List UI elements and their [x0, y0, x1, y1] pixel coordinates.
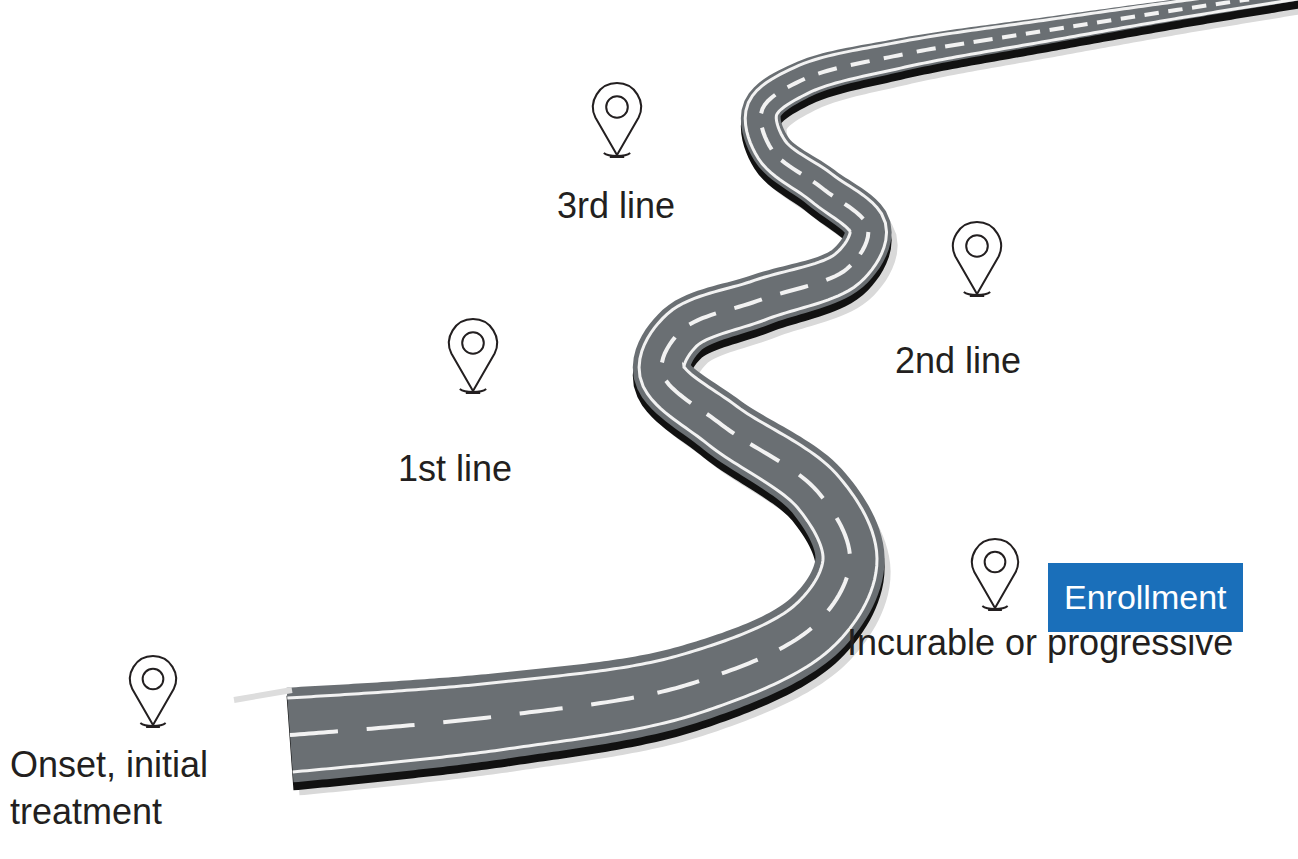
road-center-dash [750, 444, 779, 461]
stage-label: Onset, initial treatment [10, 742, 270, 836]
road-center-dash [826, 265, 851, 280]
road-center-dash [799, 475, 823, 498]
road-center-dash [591, 698, 634, 705]
road-center-dash [851, 61, 870, 65]
stage-label: 3rd line [557, 183, 675, 230]
stage-label: 1st line [398, 446, 512, 493]
road-center-dash [945, 43, 964, 46]
map-pin [449, 319, 497, 393]
map-pin [130, 656, 176, 727]
road-center-dash [520, 708, 563, 713]
road-center-dash [666, 381, 691, 403]
road-center-dash [762, 128, 772, 150]
road-center-dash [761, 95, 775, 114]
road-center-dash [290, 731, 338, 735]
road-center-dash [974, 39, 993, 42]
road-center-dash [657, 681, 699, 693]
road-center-dash [443, 717, 491, 722]
road-center-dash [1192, 6, 1206, 8]
road-center-dash [828, 578, 847, 611]
road-center-dash [1073, 24, 1087, 26]
road-center-dash [837, 518, 850, 554]
road-center-dash [367, 725, 415, 729]
road-edge-line [287, 0, 1298, 698]
road-center-dash [1121, 16, 1135, 18]
stage-box-text: Enrollment [1064, 577, 1227, 618]
road-center-dash [860, 232, 868, 254]
road-center-dash [722, 660, 758, 674]
road-surface [287, 0, 1298, 782]
road-center-dash [1145, 13, 1159, 15]
map-pin [593, 83, 641, 157]
road-center-dash [884, 54, 903, 58]
road-center-dash [781, 160, 801, 174]
road-center-dash [779, 628, 811, 649]
road-center-dash [780, 286, 808, 294]
road-center-dash [662, 337, 675, 362]
road-center-dash [1240, 0, 1250, 1]
stage-label: 2nd line [895, 338, 1021, 385]
road-center-dash [1216, 2, 1230, 4]
map-pin [972, 539, 1018, 610]
road-center-dash [707, 414, 734, 434]
road-center-dash [1002, 35, 1016, 37]
road-center-dash [1097, 20, 1111, 22]
road-center-dash [845, 204, 864, 219]
road-center-dash [734, 299, 761, 308]
road-center-dash [1026, 32, 1040, 34]
road-center-dash [689, 313, 716, 324]
road-center-dash [818, 68, 836, 73]
road-center-dash [1168, 9, 1182, 11]
road-center-dash [917, 48, 936, 51]
road-center-dash [788, 79, 805, 88]
road-center-dash [1050, 28, 1064, 30]
map-pin [953, 222, 1001, 296]
road-center-dash [813, 182, 832, 196]
stage-box: Enrollment [1048, 563, 1243, 632]
road-lead [234, 690, 292, 700]
road-edge-line [293, 0, 1298, 772]
